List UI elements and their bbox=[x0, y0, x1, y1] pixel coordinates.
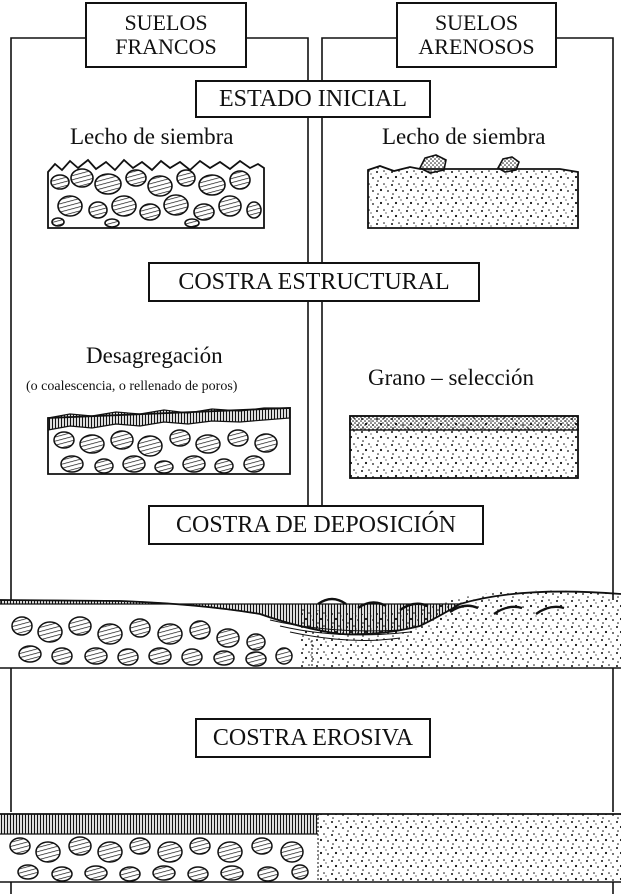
stage-erosive-box: COSTRA EROSIVA bbox=[195, 718, 431, 758]
right-column-header: SUELOS ARENOSOS bbox=[396, 2, 557, 68]
right-seedbed-block bbox=[367, 154, 579, 229]
stage-depositional-box: COSTRA DE DEPOSICIÓN bbox=[148, 505, 484, 545]
right-grain-selection-block bbox=[349, 415, 579, 479]
left-header-line1: SUELOS bbox=[124, 10, 208, 35]
left-seedbed-block bbox=[47, 158, 265, 229]
right-header-line1: SUELOS bbox=[434, 10, 519, 35]
left-header-line2: FRANCOS bbox=[115, 34, 217, 59]
right-seedbed-label: Lecho de siembra bbox=[382, 124, 546, 149]
stage-structural-box: COSTRA ESTRUCTURAL bbox=[148, 262, 480, 302]
disaggregation-label: Desagregación bbox=[86, 343, 223, 368]
frame-lines bbox=[10, 37, 614, 812]
grain-selection-label: Grano – selección bbox=[368, 365, 535, 390]
left-disaggregation-block bbox=[47, 407, 291, 475]
left-column-header: SUELOS FRANCOS bbox=[85, 2, 247, 68]
left-seedbed-label: Lecho de siembra bbox=[70, 124, 234, 149]
depositional-crust-band bbox=[0, 590, 621, 669]
disaggregation-note: (o coalescencia, o rellenado de poros) bbox=[26, 379, 238, 394]
stage-initial-box: ESTADO INICIAL bbox=[195, 80, 431, 118]
erosive-crust-band bbox=[0, 813, 621, 894]
right-header-line2: ARENOSOS bbox=[418, 34, 535, 59]
